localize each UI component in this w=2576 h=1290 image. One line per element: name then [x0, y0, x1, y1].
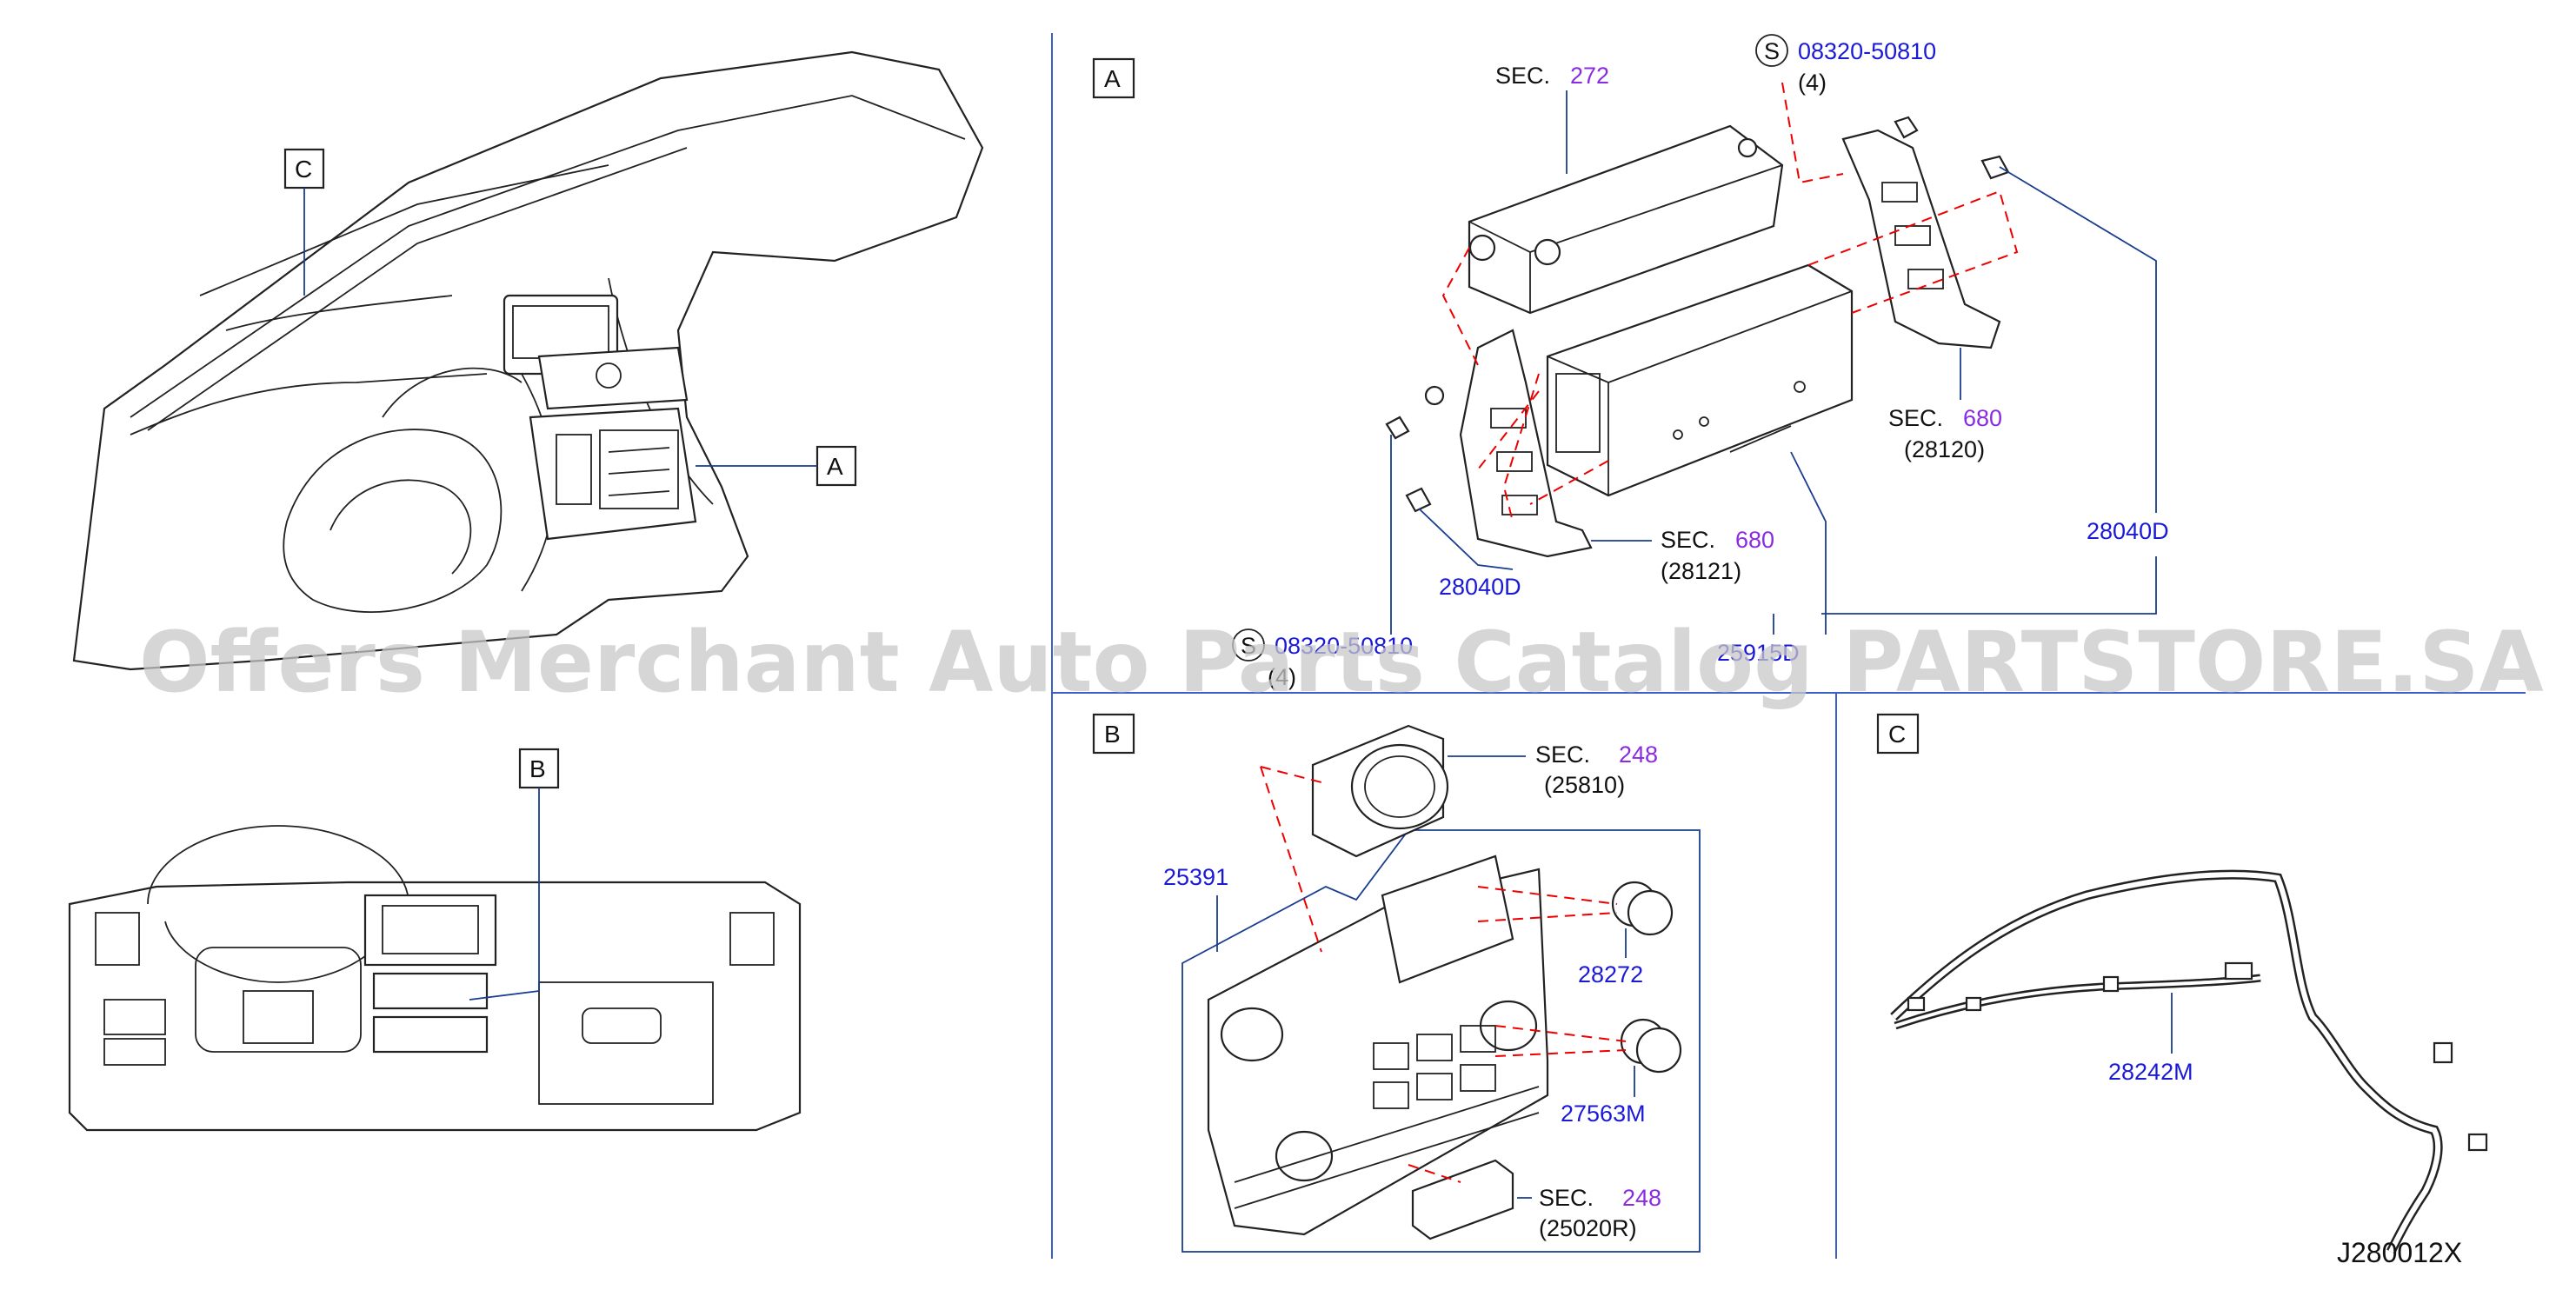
- sec-680-left-prefix: SEC.: [1661, 527, 1715, 553]
- knob-27563m-label: 27563M: [1561, 1100, 1646, 1127]
- panel-b-letter-box: [1092, 713, 1135, 755]
- screw-qty-top: (4): [1798, 70, 1827, 96]
- screw-part-bottom: 08320-50810: [1275, 633, 1413, 659]
- screw-qty-bottom: (4): [1268, 664, 1296, 690]
- bolt-28040d-right: 28040D: [2087, 518, 2169, 544]
- sec-248-top-number: 248: [1619, 741, 1658, 768]
- sec-248-top-prefix: SEC.: [1535, 741, 1590, 768]
- callout-box-b: [518, 748, 560, 789]
- screw-symbol-bottom-letter: S: [1241, 633, 1256, 659]
- sec-272-prefix: SEC.: [1495, 63, 1550, 89]
- sec-248-top-sub: (25810): [1544, 772, 1625, 798]
- panel-b-drawing: [1207, 724, 1682, 1240]
- screw-symbol-top: [1755, 34, 1788, 67]
- knob-28272-label: 28272: [1578, 961, 1643, 987]
- harness-28242m-drawing: [1890, 869, 2488, 1254]
- screw-symbol-top-letter: S: [1764, 38, 1780, 64]
- sec-680-right-number: 680: [1963, 405, 2002, 431]
- panel-a-letter-box: [1092, 57, 1135, 99]
- sec-248-bottom-number: 248: [1622, 1185, 1661, 1211]
- dashboard-front-drawing: [68, 825, 802, 1132]
- callout-letter-c: C: [295, 156, 312, 183]
- sec-680-right-prefix: SEC.: [1888, 405, 1943, 431]
- dashboard-perspective-drawing: [72, 50, 984, 671]
- screw-symbol-bottom: [1232, 628, 1265, 662]
- sec-680-left-number: 680: [1735, 527, 1774, 553]
- unit-25915d: 25915D: [1717, 640, 1800, 666]
- panel-a-letter: A: [1104, 65, 1121, 92]
- panel-a-drawing: [1385, 82, 2019, 558]
- assembly-25391-label: 25391: [1163, 864, 1228, 890]
- drawing-code: J280012X: [2337, 1237, 2462, 1268]
- sec-680-left-sub: (28121): [1661, 558, 1741, 584]
- panel-c-letter: C: [1888, 721, 1906, 748]
- harness-28242m-label: 28242M: [2108, 1059, 2193, 1085]
- callout-letter-b: B: [529, 755, 546, 782]
- panel-b-letter: B: [1104, 721, 1121, 748]
- watermark-text: Offers Merchant Auto Parts Catalog PARTS…: [139, 614, 2544, 711]
- panel-c-letter-box: [1876, 713, 1920, 755]
- bolt-28040d-left: 28040D: [1439, 574, 1521, 600]
- sec-272-number: 272: [1570, 63, 1609, 89]
- sec-680-right-sub: (28120): [1904, 436, 1985, 462]
- assembly-25391-outline: [1181, 829, 1701, 1253]
- callout-box-c: [283, 148, 325, 190]
- callout-letter-a: A: [827, 453, 843, 480]
- screw-part-top: 08320-50810: [1798, 38, 1936, 64]
- sec-248-bottom-sub: (25020R): [1539, 1215, 1637, 1241]
- sec-248-bottom-prefix: SEC.: [1539, 1185, 1594, 1211]
